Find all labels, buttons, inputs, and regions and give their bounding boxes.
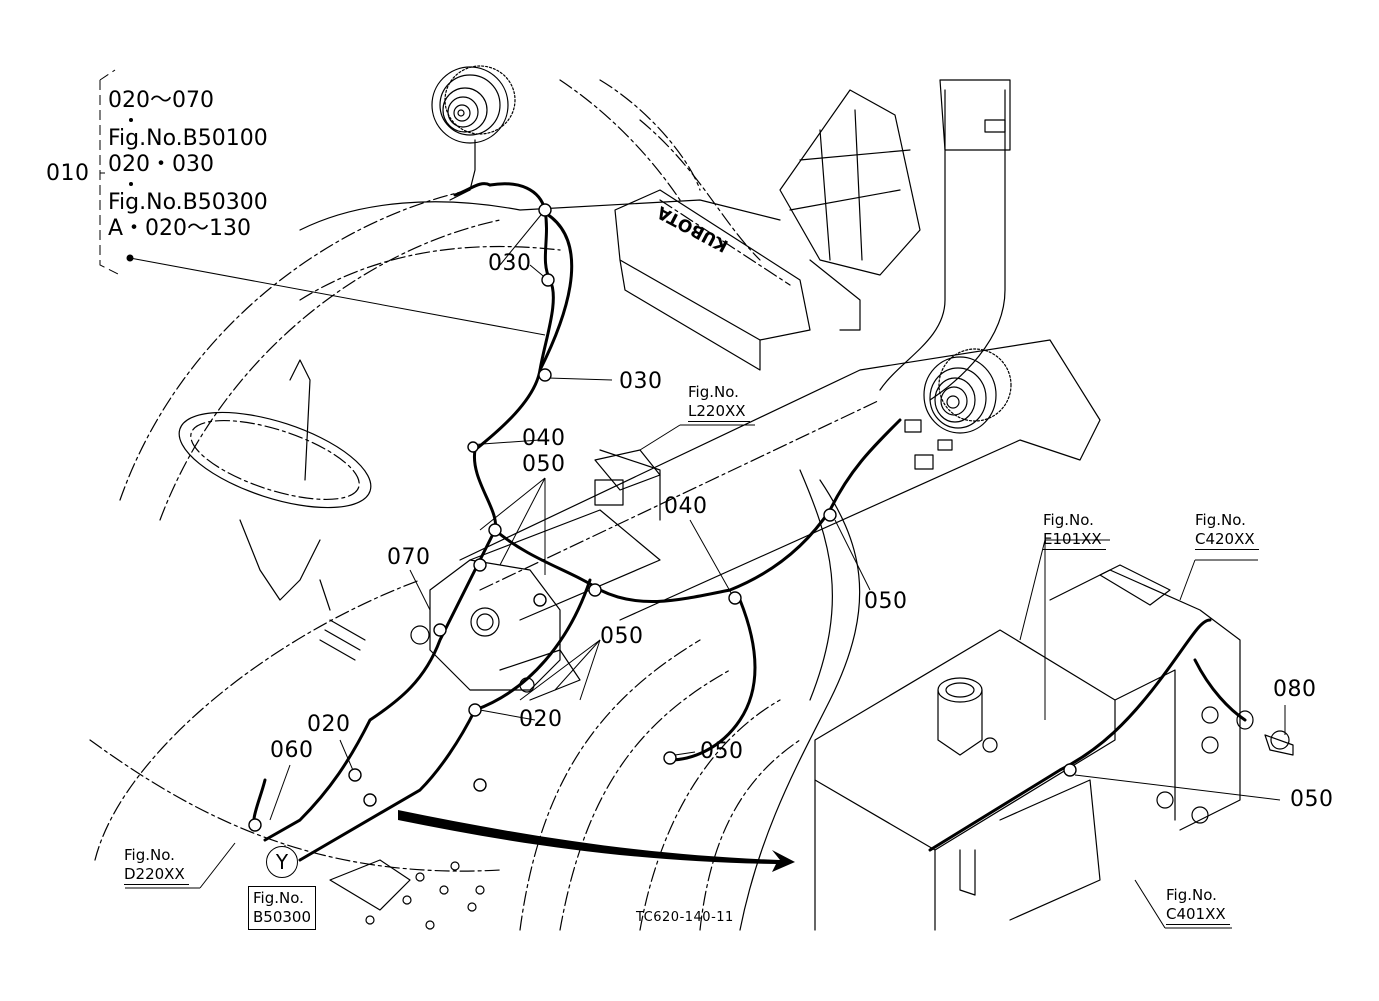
figref-label: Fig.No. — [688, 383, 739, 401]
work-lamp-right — [904, 348, 1012, 470]
assembly-line: A・020～130 — [108, 216, 252, 241]
figref-number[interactable]: L220XX — [688, 402, 750, 422]
callout-020-right[interactable]: 020 — [519, 707, 563, 732]
callout-050-light-right[interactable]: 050 — [864, 589, 908, 614]
transmission-housing — [814, 564, 1294, 931]
callout-030-lower[interactable]: 030 — [619, 369, 663, 394]
harness-clamps — [248, 203, 1077, 832]
assembly-contents: 020～070 Fig.No.B50100 020・030 Fig.No.B50… — [108, 88, 268, 242]
floor-step — [329, 859, 485, 930]
callout-080[interactable]: 080 — [1273, 677, 1317, 702]
assembly-line: Fig.No.B50300 — [108, 190, 268, 215]
figref-D220XX[interactable]: Fig.No. D220XX — [124, 846, 189, 885]
callout-060[interactable]: 060 — [270, 738, 314, 763]
connector-figref-number: B50300 — [253, 908, 312, 926]
assembly-line: 020～070 — [108, 88, 214, 113]
detail-arrow — [398, 810, 795, 872]
assembly-line: 020・030 — [108, 152, 214, 177]
figref-label: Fig.No. — [1195, 511, 1246, 529]
rear-fender — [299, 199, 1101, 931]
rops-frame — [879, 79, 1011, 401]
figref-number[interactable]: D220XX — [124, 865, 189, 885]
connector-figref-label: Fig.No. — [253, 889, 304, 907]
kubota-toolbox: KUBOTA — [614, 189, 811, 371]
assembly-number: 010 — [46, 161, 90, 186]
separator-dot — [129, 182, 133, 186]
callout-050-transmission[interactable]: 050 — [1290, 787, 1334, 812]
callout-040-left[interactable]: 040 — [522, 426, 566, 451]
figref-number[interactable]: E101XX — [1043, 530, 1106, 550]
figref-C401XX[interactable]: Fig.No. C401XX — [1166, 886, 1230, 925]
callout-050-left[interactable]: 050 — [522, 452, 566, 477]
figref-L220XX[interactable]: Fig.No. L220XX — [688, 383, 750, 422]
figref-label: Fig.No. — [1166, 886, 1217, 904]
assembly-line: Fig.No.B50100 — [108, 126, 268, 151]
callout-070[interactable]: 070 — [387, 545, 431, 570]
connector-y-symbol[interactable]: Y — [266, 846, 298, 878]
connector-y-figref[interactable]: Fig.No. B50300 — [248, 886, 317, 930]
callout-050-center[interactable]: 050 — [600, 624, 644, 649]
callout-050-fender[interactable]: 050 — [700, 739, 744, 764]
seat-guard — [779, 89, 921, 331]
figref-number[interactable]: C420XX — [1195, 530, 1259, 550]
callout-040-right[interactable]: 040 — [664, 494, 708, 519]
figref-E101XX[interactable]: Fig.No. E101XX — [1043, 511, 1106, 550]
separator-dot — [129, 118, 133, 122]
drawing-number: TC620-140-11 — [636, 910, 734, 925]
figref-label: Fig.No. — [1043, 511, 1094, 529]
tractor-body-outline — [89, 79, 801, 931]
work-lamp-left — [431, 65, 516, 201]
callout-020-left[interactable]: 020 — [307, 712, 351, 737]
callout-030-upper[interactable]: 030 — [488, 251, 532, 276]
figref-number[interactable]: C401XX — [1166, 905, 1230, 925]
steering-wheel — [178, 359, 372, 661]
figref-C420XX[interactable]: Fig.No. C420XX — [1195, 511, 1259, 550]
figref-label: Fig.No. — [124, 846, 175, 864]
